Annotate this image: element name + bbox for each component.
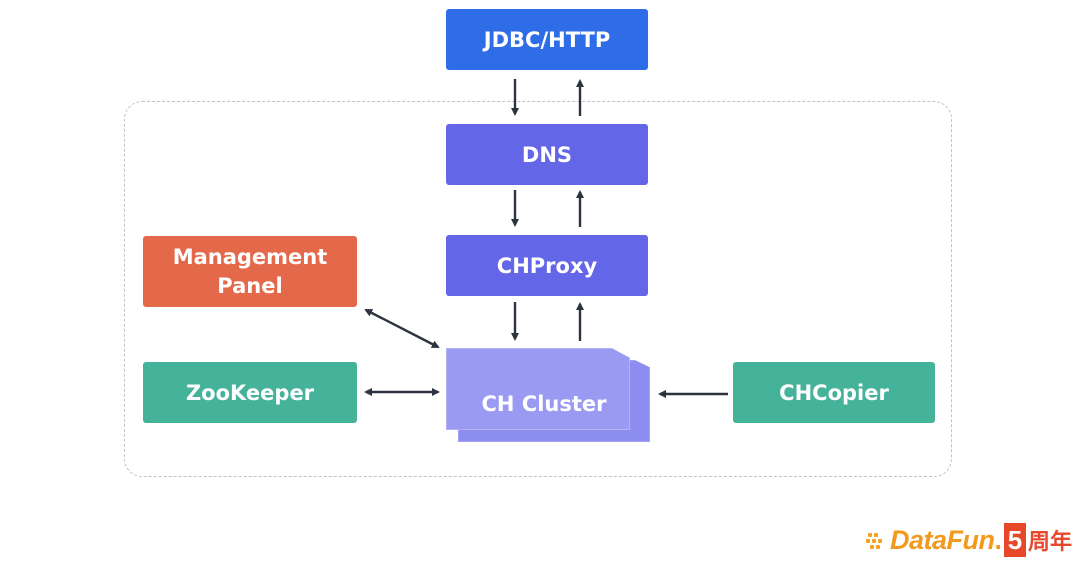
zookeeper-node: ZooKeeper: [143, 362, 357, 423]
deployment-boundary: [124, 101, 952, 477]
logo-brand-text: DataFun: [890, 524, 995, 555]
datafun-logo: DataFun . 5 周年: [866, 521, 1072, 559]
management-panel-node: Management Panel: [143, 236, 357, 307]
ch-cluster-node: CH Cluster: [481, 392, 607, 416]
dns-node: DNS: [446, 124, 648, 185]
ch-cluster-front-card: [446, 348, 630, 430]
logo-dot: .: [994, 524, 1003, 555]
logo-dots-icon: [866, 529, 888, 551]
chcopier-node: CHCopier: [733, 362, 935, 423]
chproxy-node: CHProxy: [446, 235, 648, 296]
logo-anniversary-number: 5: [1004, 523, 1027, 557]
jdbc-http-node: JDBC/HTTP: [446, 9, 648, 70]
logo-anniversary-text: 周年: [1028, 530, 1073, 555]
arrow-management-cluster: [364, 308, 440, 349]
